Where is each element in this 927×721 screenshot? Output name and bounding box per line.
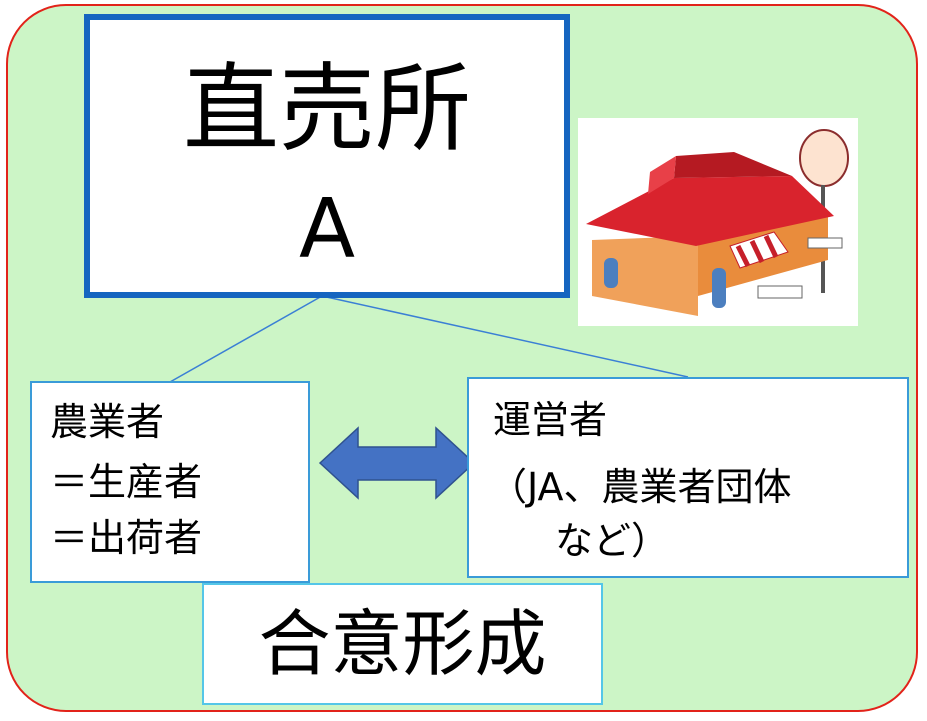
store-title: 直売所 [183, 53, 471, 165]
store-label: A [298, 182, 356, 277]
store-title-box: 直売所 A [84, 14, 570, 298]
farmer-line-2: ＝生産者 [50, 460, 203, 504]
operator-line-1: 運営者 [493, 398, 608, 442]
operator-line-3: など） [555, 519, 670, 563]
connector-line-farmer [169, 295, 323, 383]
operator-line-2: （JA、農業者団体 [489, 465, 792, 509]
store-illustration-icon [578, 118, 858, 326]
consensus-label: 合意形成 [258, 602, 547, 686]
farmer-box: 農業者 ＝生産者 ＝出荷者 [30, 381, 310, 583]
double-arrow-icon [318, 426, 476, 500]
farmer-line-1: 農業者 [50, 400, 165, 444]
operator-box: 運営者 （JA、農業者団体 など） [467, 377, 909, 578]
farmer-line-3: ＝出荷者 [50, 516, 203, 560]
connector-line-operator [321, 295, 689, 378]
consensus-box: 合意形成 [202, 583, 603, 705]
